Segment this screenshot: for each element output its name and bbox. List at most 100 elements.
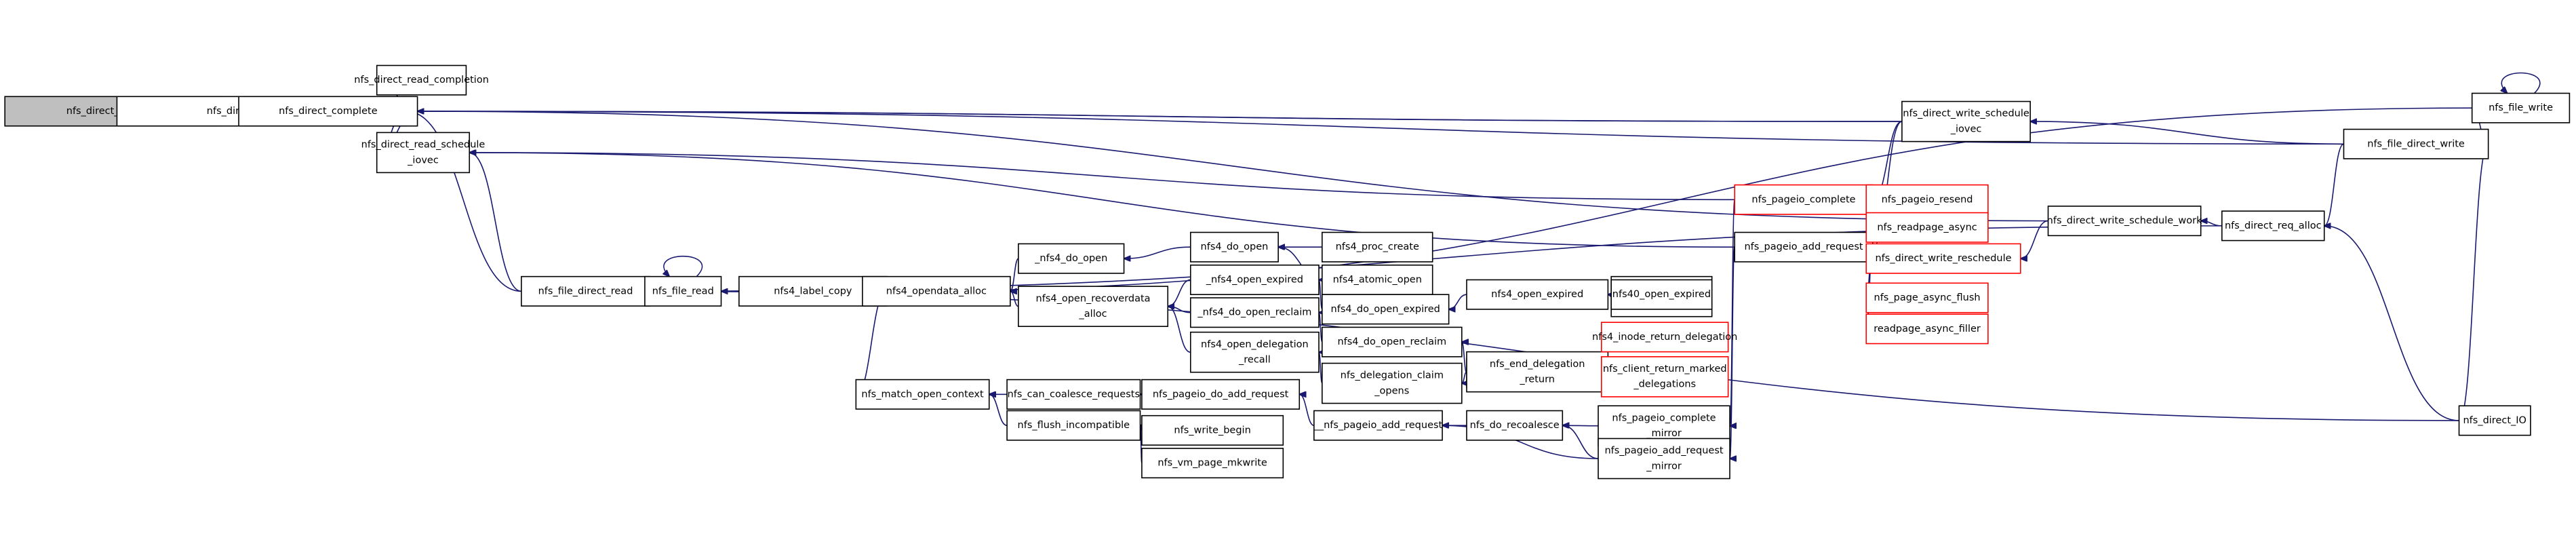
node-label: nfs_direct_write_schedule [1903,109,2029,119]
node-nfs-delegation-claim-opens[interactable]: nfs_delegation_claim_opens [1322,362,1463,404]
edge-n5-to-n4 [469,153,522,292]
edge-n37-to-n36 [1730,246,1735,459]
node-nfs-vm-page-mkwrite[interactable]: nfs_vm_page_mkwrite [1141,448,1284,479]
node-nfs-end-delegation-return[interactable]: nfs_end_delegation_return [1466,351,1609,393]
node-box [1313,410,1443,441]
node-nfs-pageio-resend[interactable]: nfs_pageio_resend [1865,184,1989,215]
node-label: nfs_end_delegation [1490,359,1585,370]
node-label: nfs_pageio_resend [1882,194,1973,205]
node-label: nfs_file_write [2489,102,2553,113]
node-label: nfs_direct_read_schedule [361,140,486,151]
node-box [1610,279,1713,310]
node-nfs4-proc-create[interactable]: nfs4_proc_create [1322,231,1433,263]
node-nfs-file-direct-read[interactable]: nfs_file_direct_read [521,275,650,307]
edge-n14-to-n10 [1168,279,1191,306]
node-box [1322,231,1433,263]
node--nfs-pageio-add-request[interactable]: __nfs_pageio_add_request [1313,410,1443,441]
node-label: nfs_pageio_add_request [1744,242,1863,252]
node-nfs-direct-write-schedule-work[interactable]: nfs_direct_write_schedule_work [2047,206,2202,237]
node-label: nfs4_atomic_open [1333,274,1422,285]
node-nfs-flush-incompatible[interactable]: nfs_flush_incompatible [1006,410,1141,441]
node-label: nfs_direct_complete [279,106,378,117]
node-nfs4-do-open-reclaim[interactable]: nfs4_do_open_reclaim [1322,326,1463,358]
node-nfs-file-read[interactable]: nfs_file_read [644,275,722,307]
edge-n45-to-n2 [418,111,2048,222]
node-label: __nfs_pageio_add_request [1313,420,1443,431]
node-box [2047,206,2202,237]
node-nfs-direct-io[interactable]: nfs_direct_IO [2458,405,2531,436]
node-nfs-direct-req-alloc[interactable]: nfs_direct_req_alloc [2221,210,2325,242]
node-nfs-can-coalesce-requests[interactable]: nfs_can_coalesce_requests [1006,379,1141,410]
node-label: nfs_direct_write_reschedule [1875,253,2011,264]
node-nfs-pageio-complete[interactable]: nfs_pageio_complete [1734,184,1874,215]
node-box [2343,128,2489,159]
node-nfs40-open-expired[interactable]: nfs40_open_expired [1610,279,1713,310]
node--nfs4-open-expired[interactable]: _nfs4_open_expired [1189,264,1320,295]
node-box [855,379,990,410]
node-box [1865,243,2021,274]
edge-n35-to-n34 [1562,425,1599,426]
node-nfs-page-async-flush[interactable]: nfs_page_async_flush [1865,282,1989,313]
node-nfs-file-direct-write[interactable]: nfs_file_direct_write [2343,128,2489,159]
node-label: nfs_readpage_async [1877,222,1977,233]
edge-n10-to-n8 [1010,291,1019,307]
node-nfs-file-write[interactable]: nfs_file_write [2471,92,2571,123]
node-label: nfs4_open_delegation [1201,339,1309,350]
edge-n47-to-n44 [2030,121,2344,145]
node-nfs-pageio-add-request[interactable]: nfs_pageio_add_request [1734,231,1874,263]
node-box [376,132,471,174]
node--nfs4-do-open[interactable]: _nfs4_do_open [1018,243,1125,274]
node-nfs-pageio-do-add-request[interactable]: nfs_pageio_do_add_request [1141,379,1301,410]
node-nfs4-open-delegation-recall[interactable]: nfs4_open_delegation_recall [1189,331,1320,373]
node-nfs4-open-expired[interactable]: nfs4_open_expired [1466,279,1609,310]
node-box [1006,379,1141,410]
node-nfs-direct-write-schedule-iovec[interactable]: nfs_direct_write_schedule_iovec [1901,100,2031,142]
node-label: _mirror [1646,461,1682,471]
edge-n47-to-n46 [2324,143,2344,226]
edge-n45-to-n41 [2021,220,2048,258]
edge-n36-to-n34 [1562,425,1599,459]
node-label: nfs_vm_page_mkwrite [1157,458,1267,469]
node-label: _nfs4_do_open [1034,253,1107,264]
node-box [1600,322,1729,353]
node-label: nfs4_inode_return_delegation [1592,332,1737,343]
node-nfs-direct-read-schedule-iovec[interactable]: nfs_direct_read_schedule_iovec [361,132,486,174]
node-nfs4-open-recoverdata-alloc[interactable]: nfs4_open_recoverdata _alloc [1018,286,1169,327]
node-box [521,275,650,307]
node-nfs-write-begin[interactable]: nfs_write_begin [1141,414,1284,446]
node-label: nfs4_label_copy [774,286,852,296]
node-label: nfs_direct_req_alloc [2225,220,2322,231]
edge-n46-to-n45 [2201,221,2222,227]
node-nfs-do-recoalesce[interactable]: nfs_do_recoalesce [1466,410,1564,441]
node-label: nfs4_open_recoverdata [1036,293,1151,304]
node-box [376,64,467,96]
node-nfs-match-open-context[interactable]: nfs_match_open_context [855,379,990,410]
node-nfs-direct-complete[interactable]: nfs_direct_complete [238,96,418,127]
node-box [1018,286,1169,327]
node-box [1466,351,1609,393]
node-nfs4-do-open-expired[interactable]: nfs4_do_open_expired [1322,294,1450,325]
node-label: nfs_file_direct_write [2367,138,2465,149]
node-nfs-direct-read-completion[interactable]: nfs_direct_read_completion [354,64,489,96]
node-nfs-direct-write-reschedule[interactable]: nfs_direct_write_reschedule [1865,243,2021,274]
nodes-layer: nfs_direct_req_freenfs_direct_req_releas… [4,64,2571,480]
node-nfs-pageio-add-request-mirror[interactable]: nfs_pageio_add_request_mirror [1598,438,1730,480]
node-nfs4-do-open[interactable]: nfs4_do_open [1189,231,1279,263]
node--nfs4-do-open-reclaim[interactable]: _nfs4_do_open_reclaim [1189,297,1320,328]
node-nfs4-atomic-open[interactable]: nfs4_atomic_open [1322,264,1433,295]
node-nfs-readpage-async[interactable]: nfs_readpage_async [1865,212,1989,243]
node-label: nfs_page_async_flush [1874,292,1981,303]
node-label: nfs4_opendata_alloc [886,286,987,296]
node-box [1141,448,1284,479]
node-label: _alloc [1079,309,1107,320]
node-box [1189,331,1320,373]
node-box [1018,243,1125,274]
node-label: _mirror [1646,428,1682,439]
node-nfs-client-return-marked-delegations[interactable]: nfs_client_return_marked_delegations [1600,356,1729,398]
node-nfs4-inode-return-delegation[interactable]: nfs4_inode_return_delegation [1592,322,1737,353]
node-label: nfs_flush_incompatible [1018,420,1130,431]
node-nfs4-opendata-alloc[interactable]: nfs4_opendata_alloc [862,275,1011,307]
node-label: nfs_delegation_claim [1341,370,1444,381]
node-readpage-async-filler[interactable]: readpage_async_filler [1865,313,1989,345]
